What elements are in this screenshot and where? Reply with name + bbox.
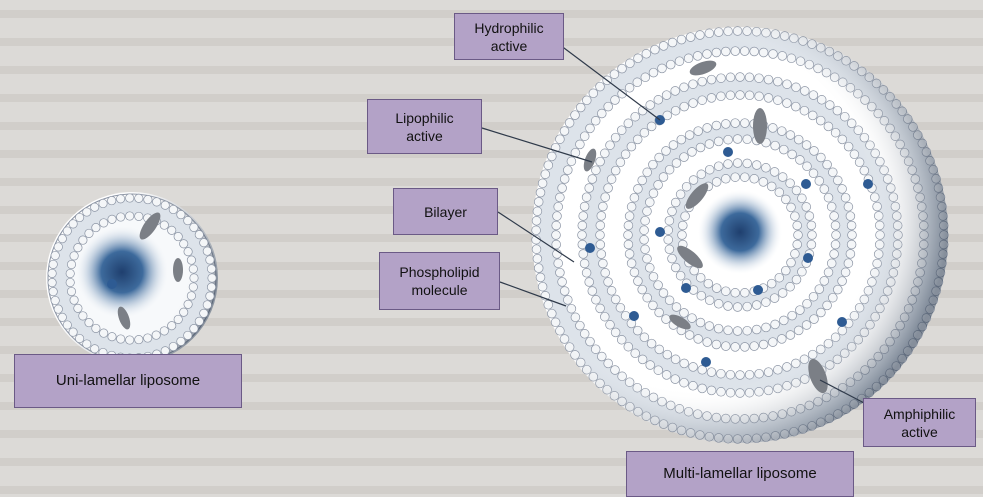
hydrophilic-dot xyxy=(803,253,813,263)
hydrophilic-dot xyxy=(629,311,639,321)
label-bilayer-text: Bilayer xyxy=(424,203,467,221)
label-phospholipid-molecule: Phospholipid molecule xyxy=(379,252,500,310)
hydrophilic-dot xyxy=(723,147,733,157)
hydrophilic-dot xyxy=(753,285,763,295)
label-uni-lamellar-liposome: Uni-lamellar liposome xyxy=(14,354,242,408)
hydrophilic-dot xyxy=(655,227,665,237)
hydrophilic-dot xyxy=(863,179,873,189)
label-multi-lamellar-liposome-text: Multi-lamellar liposome xyxy=(663,465,816,483)
hydrophilic-dot xyxy=(801,179,811,189)
hydrophilic-dot xyxy=(837,317,847,327)
label-bilayer: Bilayer xyxy=(393,188,498,235)
lipophilic-blob xyxy=(173,258,183,282)
hydrophilic-dot xyxy=(701,357,711,367)
label-amphiphilic-active-text: Amphiphilic active xyxy=(884,405,956,441)
label-amphiphilic-active: Amphiphilic active xyxy=(863,398,976,447)
lipophilic-blob xyxy=(753,108,767,144)
hydrophilic-dot xyxy=(681,283,691,293)
label-hydrophilic-active: Hydrophilic active xyxy=(454,13,564,60)
hydrophilic-dot xyxy=(585,243,595,253)
label-phospholipid-molecule-text: Phospholipid molecule xyxy=(399,263,479,299)
label-uni-lamellar-liposome-text: Uni-lamellar liposome xyxy=(56,372,200,390)
hydrophilic-dot xyxy=(107,279,117,289)
label-lipophilic-active: Lipophilic active xyxy=(367,99,482,154)
label-hydrophilic-active-text: Hydrophilic active xyxy=(474,19,543,55)
multi-lamellar-liposome xyxy=(532,27,949,444)
label-multi-lamellar-liposome: Multi-lamellar liposome xyxy=(626,451,854,497)
uni-lamellar-liposome xyxy=(46,192,218,364)
label-lipophilic-active-text: Lipophilic active xyxy=(395,109,453,145)
